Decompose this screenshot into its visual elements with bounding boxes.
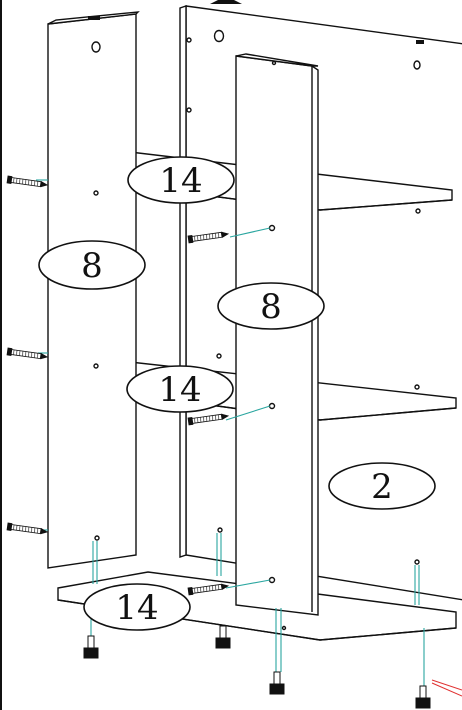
part-number-label: 14 <box>159 161 202 201</box>
page-border <box>0 0 2 710</box>
part-number-label: 14 <box>158 370 201 410</box>
screw-icon <box>187 413 230 426</box>
foot-bolt-icon <box>215 625 231 649</box>
callout-left-side: 8 <box>38 240 146 290</box>
screw-icon <box>6 347 49 360</box>
part-number-label: 14 <box>115 588 158 628</box>
callout-base: 14 <box>83 583 191 631</box>
left-side-panel <box>47 11 140 569</box>
screws <box>6 175 230 596</box>
screw-icon <box>6 175 49 188</box>
dowel-guides <box>36 179 425 690</box>
feet <box>83 625 431 709</box>
foot-bolt-icon <box>269 671 285 695</box>
arrow-head-icon <box>210 0 242 4</box>
part-number-label: 8 <box>260 287 282 327</box>
pointer-line <box>431 679 462 691</box>
screw-icon <box>187 583 230 596</box>
callout-back-panel: 2 <box>328 462 436 510</box>
callout-shelf-top: 14 <box>127 156 235 204</box>
part-number-label: 2 <box>371 467 393 507</box>
center-side-panel <box>217 53 420 631</box>
foot-bolt-icon <box>83 635 99 659</box>
callout-shelf-middle: 14 <box>126 365 234 413</box>
part-number-label: 8 <box>81 246 103 286</box>
foot-bolt-icon <box>415 685 431 709</box>
screw-icon <box>6 522 49 535</box>
callout-center-side: 8 <box>217 282 325 330</box>
screw-icon <box>187 231 230 244</box>
